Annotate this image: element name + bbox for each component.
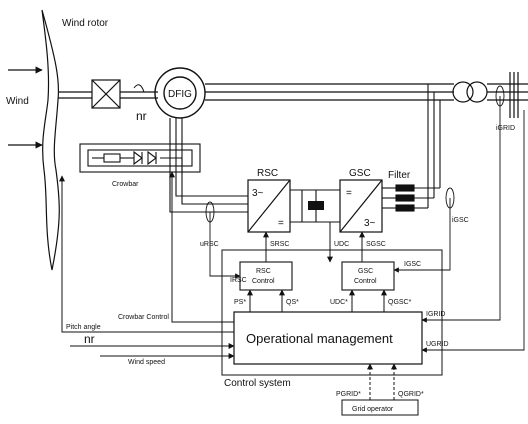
rsc-ac-symbol: 3~ xyxy=(252,188,264,199)
nr-rotor-label: nr xyxy=(136,109,147,123)
rotor-shaft xyxy=(58,91,158,99)
wind-rotor-blade xyxy=(41,9,60,271)
wind-arrows xyxy=(8,66,43,149)
dfig-label: DFIG xyxy=(168,89,192,100)
gsc-control-line1: GSC xyxy=(358,268,373,275)
measurement-wires xyxy=(205,85,525,353)
control-system-label: Control system xyxy=(224,378,291,389)
filter-block xyxy=(382,184,440,212)
filter-label: Filter xyxy=(388,170,411,181)
left-control-signals xyxy=(59,171,235,359)
nr-input-label: nr xyxy=(84,332,95,346)
ps-ref-label: PS* xyxy=(234,299,246,306)
wind-speed-label: Wind speed xyxy=(128,359,165,366)
crowbar-label: Crowbar xyxy=(112,181,139,188)
i-grid-label: IGRID xyxy=(426,311,445,318)
q-grid-ref-label: QGRID* xyxy=(398,391,424,398)
gsc-dc-symbol: = xyxy=(346,188,352,199)
rotation-speed-icon xyxy=(133,84,145,93)
rsc-control-line2: Control xyxy=(252,278,275,285)
crowbar-control-label: Crowbar Control xyxy=(118,314,169,321)
rsc-control-line1: RSC xyxy=(256,268,271,275)
s-rsc-label: SRSC xyxy=(270,241,289,248)
reference-signals xyxy=(247,289,387,312)
rsc-control-box xyxy=(239,261,293,291)
crowbar-block xyxy=(79,143,201,173)
rsc-dc-symbol: = xyxy=(278,218,284,229)
sensor-label-1: uRSC xyxy=(200,241,219,248)
control-system-frame xyxy=(221,249,443,376)
pitch-angle-label: Pitch angle xyxy=(66,324,101,331)
u-dc-label: UDC xyxy=(334,241,349,248)
operational-management-box xyxy=(233,311,423,365)
grid-operator-signals xyxy=(367,363,397,400)
dfig-generator xyxy=(154,67,206,119)
rsc-label: RSC xyxy=(257,168,278,179)
gsc-ac-symbol: 3~ xyxy=(364,218,376,229)
sensor-label-4: iGRID xyxy=(496,125,515,132)
wind-rotor-label: Wind rotor xyxy=(62,18,109,29)
i-gsc-label: IGSC xyxy=(404,261,421,268)
gsc-control-line2: Control xyxy=(354,278,377,285)
operational-management-label: Operational management xyxy=(246,331,393,346)
p-grid-ref-label: PGRID* xyxy=(336,391,361,398)
rsc-converter xyxy=(247,179,291,233)
gearbox-icon xyxy=(91,79,121,109)
qgsc-ref-label: QGSC* xyxy=(388,299,412,306)
i-rsc-label: IRSC xyxy=(230,277,247,284)
wind-label: Wind xyxy=(6,96,29,107)
qs-ref-label: QS* xyxy=(286,299,299,306)
gsc-label: GSC xyxy=(349,168,371,179)
s-gsc-label: SGSC xyxy=(366,241,386,248)
sensor-label-3: iGSC xyxy=(452,217,469,224)
gate-signals xyxy=(263,222,365,263)
grid-operator-label: Grid operator xyxy=(352,406,394,413)
udc-ref-label: UDC* xyxy=(330,299,348,306)
u-grid-label: UGRID xyxy=(426,341,449,348)
grid-side-lines xyxy=(427,84,441,208)
dc-capacitor-icon xyxy=(308,201,324,210)
gsc-control-box xyxy=(341,261,395,291)
grid-operator-box xyxy=(341,399,419,416)
transformer-icon xyxy=(452,81,488,103)
grid-bus xyxy=(487,72,528,118)
stator-bus xyxy=(205,83,454,101)
